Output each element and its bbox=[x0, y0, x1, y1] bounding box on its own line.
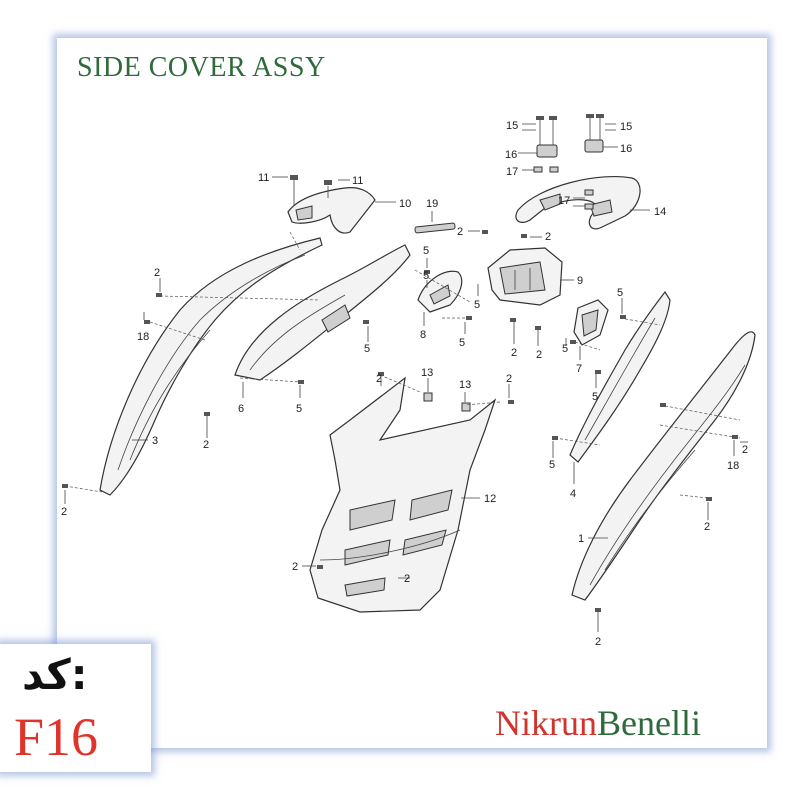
callout-11-b: 11 bbox=[352, 175, 363, 187]
callout-3: 3 bbox=[152, 435, 158, 447]
part-7-bracket bbox=[573, 299, 609, 346]
callout-10: 10 bbox=[399, 198, 411, 210]
part-13-clip-left bbox=[423, 392, 433, 402]
callout-11-a: 11 bbox=[258, 172, 269, 184]
part-10-bracket bbox=[287, 175, 376, 234]
part-8-latch bbox=[417, 270, 463, 313]
callout-2-k: 2 bbox=[404, 573, 410, 585]
callout-7: 7 bbox=[576, 363, 582, 375]
callout-18-b: 18 bbox=[727, 460, 739, 472]
callout-17-b: 17 bbox=[558, 195, 570, 207]
callout-5-e: 5 bbox=[459, 337, 465, 349]
callout-13-b: 13 bbox=[459, 379, 471, 391]
callout-numbers: 15 15 16 16 17 17 14 11 11 10 19 2 2 9 5… bbox=[61, 120, 748, 648]
callout-2-h: 2 bbox=[506, 373, 512, 385]
handle-fasteners bbox=[533, 114, 604, 210]
callout-8: 8 bbox=[420, 329, 426, 341]
callout-4: 4 bbox=[570, 488, 576, 500]
callout-6: 6 bbox=[238, 403, 244, 415]
callout-5-j: 5 bbox=[549, 459, 555, 471]
brand-part-nikrun: Nikrun bbox=[495, 703, 597, 743]
callout-9: 9 bbox=[577, 275, 583, 287]
callout-5-g: 5 bbox=[617, 287, 623, 299]
callout-2-d: 2 bbox=[511, 347, 517, 359]
callout-5-c: 5 bbox=[474, 299, 480, 311]
callout-18-a: 18 bbox=[137, 331, 149, 343]
callout-2-f: 2 bbox=[203, 439, 209, 451]
page-title: SIDE COVER ASSY bbox=[77, 52, 326, 83]
callout-5-a: 5 bbox=[423, 245, 429, 257]
callout-5-f: 5 bbox=[296, 403, 302, 415]
assembly-guide-lines bbox=[64, 231, 741, 499]
callout-16-a: 16 bbox=[505, 149, 517, 161]
callout-2-n: 2 bbox=[61, 506, 67, 518]
code-box: کد: F16 bbox=[0, 644, 151, 772]
screws bbox=[62, 230, 738, 612]
callout-2-c: 2 bbox=[154, 267, 160, 279]
part-4-right-inner-panel bbox=[569, 290, 671, 463]
part-13-clip-right bbox=[461, 402, 471, 412]
callout-2-i: 2 bbox=[742, 444, 748, 456]
callout-5-b: 5 bbox=[423, 270, 429, 282]
brand-watermark: NikrunBenelli bbox=[495, 702, 701, 744]
callout-2-j: 2 bbox=[292, 561, 298, 573]
part-9-center-box bbox=[487, 247, 563, 306]
callout-5-h: 5 bbox=[562, 343, 568, 355]
callout-2-g: 2 bbox=[376, 373, 382, 385]
callout-14: 14 bbox=[654, 206, 666, 218]
part-19-strip bbox=[414, 222, 456, 234]
diagram-frame bbox=[57, 38, 767, 748]
code-value: F16 bbox=[14, 707, 99, 767]
callout-15-a: 15 bbox=[506, 120, 518, 132]
callout-16-b: 16 bbox=[620, 143, 632, 155]
part-12-front-cover bbox=[309, 376, 497, 613]
callout-15-b: 15 bbox=[620, 121, 632, 133]
callout-5-d: 5 bbox=[364, 343, 370, 355]
callout-2-l: 2 bbox=[704, 521, 710, 533]
callout-2-m: 2 bbox=[595, 636, 601, 648]
code-label: کد: bbox=[22, 650, 88, 699]
brand-part-benelli: Benelli bbox=[597, 703, 701, 743]
callout-17-a: 17 bbox=[506, 166, 518, 178]
callout-2-b: 2 bbox=[545, 231, 551, 243]
callout-13-a: 13 bbox=[421, 367, 433, 379]
part-1-right-side-panel bbox=[571, 331, 756, 601]
callout-2-a: 2 bbox=[457, 226, 463, 238]
part-6-left-inner-panel bbox=[234, 244, 411, 381]
callout-12: 12 bbox=[484, 493, 496, 505]
callout-19: 19 bbox=[426, 198, 438, 210]
callout-5-i: 5 bbox=[592, 391, 598, 403]
part-3-left-side-panel bbox=[99, 237, 323, 496]
part-14-grab-handle bbox=[515, 175, 641, 230]
leader-lines bbox=[64, 123, 748, 632]
callout-1: 1 bbox=[578, 533, 584, 545]
callout-2-e: 2 bbox=[536, 349, 542, 361]
